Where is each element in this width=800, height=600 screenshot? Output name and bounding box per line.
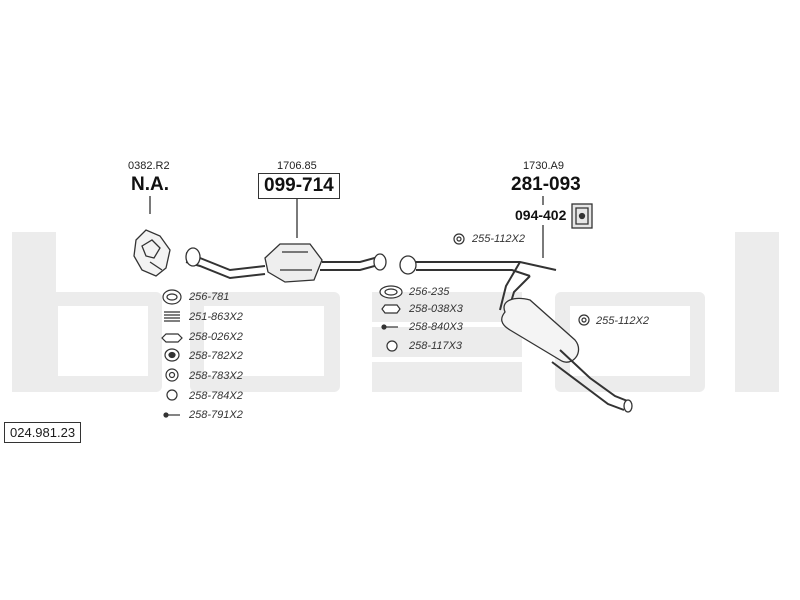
front-part-ref: 0382.R2 bbox=[128, 160, 170, 172]
front-manifold-part bbox=[133, 229, 171, 277]
rear-section-part bbox=[399, 255, 633, 413]
hardware-label[interactable]: 256-235 bbox=[409, 286, 450, 298]
rear-part-number[interactable]: 281-093 bbox=[511, 174, 581, 195]
bracket-094-402-icon bbox=[571, 203, 593, 229]
catalyst-part-ref: 1706.85 bbox=[277, 160, 317, 172]
rear-part-ref: 1730.A9 bbox=[523, 160, 564, 172]
hardware-label[interactable]: 258-038X3 bbox=[409, 303, 463, 315]
spring-icon bbox=[164, 311, 180, 322]
hardware-label[interactable]: 258-791X2 bbox=[189, 409, 243, 421]
hardware-label[interactable]: 258-782X2 bbox=[189, 350, 243, 362]
hardware-label[interactable]: 251-863X2 bbox=[189, 311, 243, 323]
ring-icon bbox=[386, 340, 398, 352]
front-part-number[interactable]: N.A. bbox=[131, 174, 169, 195]
nut-icon bbox=[161, 333, 183, 343]
hardware-label[interactable]: 256-781 bbox=[189, 291, 230, 303]
catalyst-part bbox=[185, 243, 387, 283]
hardware-label[interactable]: 258-026X2 bbox=[189, 331, 243, 343]
hanger-label[interactable]: 255-112X2 bbox=[472, 233, 526, 245]
catalog-number: 024.981.23 bbox=[4, 422, 82, 443]
nut-icon bbox=[381, 304, 401, 314]
hardware-label[interactable]: 258-117X3 bbox=[409, 340, 463, 352]
hanger-label[interactable]: 255-112X2 bbox=[596, 315, 650, 327]
catalyst-part-number[interactable]: 099-714 bbox=[258, 173, 340, 199]
hardware-label[interactable]: 258-784X2 bbox=[189, 390, 243, 402]
bracket-part-number[interactable]: 094-402 bbox=[515, 207, 567, 223]
hardware-label[interactable]: 258-840X3 bbox=[409, 321, 463, 333]
hardware-label[interactable]: 258-783X2 bbox=[189, 370, 243, 382]
ring-icon bbox=[166, 389, 178, 401]
